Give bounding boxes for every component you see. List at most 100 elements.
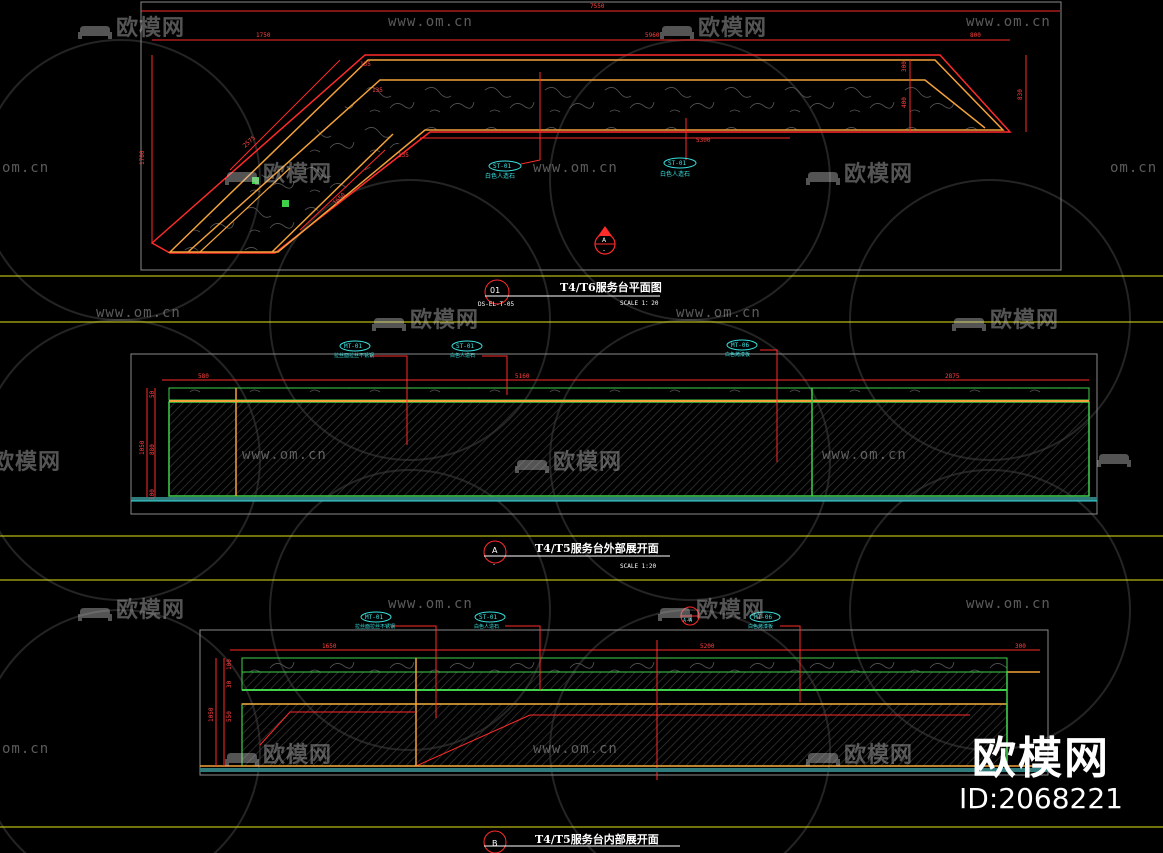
watermark-logo: 欧模网: [225, 737, 332, 769]
watermark-url: www.om.cn: [388, 596, 473, 612]
plan-ref: DS-EL-T-05: [478, 301, 515, 308]
dim-overall: 7550: [590, 3, 605, 10]
elev-a-dim-3: 2875: [945, 373, 960, 380]
sofa-icon: [806, 748, 840, 766]
sofa-icon: [515, 455, 549, 473]
plan-title: T4/T6服务台平面图: [560, 280, 662, 294]
elev-a-callout-1-code: MT-01: [344, 343, 362, 350]
sofa-icon: [225, 167, 259, 185]
dim-mid-top: 5960: [645, 32, 660, 39]
plan-split-line: [199, 167, 291, 253]
elev-b-callout-2-desc: 白色人造石: [474, 623, 499, 630]
sofa-icon: [660, 21, 694, 39]
elev-a-title: T4/T5服务台外部展开面: [535, 541, 659, 555]
watermark-url: www.om.cn: [533, 741, 618, 757]
watermark-url: om.cn: [2, 160, 50, 176]
elev-b-dim-1: 1650: [322, 643, 337, 650]
elev-b-dim-h: 1050: [208, 707, 215, 722]
watermark-url: www.om.cn: [822, 447, 907, 463]
watermark-logo: 欧模网: [78, 10, 185, 42]
plan-inner-edge: [168, 59, 1005, 253]
elev-b-dim-3: 300: [1015, 643, 1026, 650]
elevation-a: 580 5160 2875 1050 50 880 100 MT-01 拉丝面拉…: [130, 339, 1098, 515]
brand-stamp: 欧模网 ID:2068221: [959, 735, 1123, 815]
plan-counter-outline: [150, 54, 1012, 254]
watermark-logo: 欧模网: [225, 156, 332, 188]
brand-name: 欧模网: [972, 733, 1111, 784]
dim-right-a: 300: [901, 61, 908, 72]
plan-title-block: 01 DS-EL-T-05 T4/T6服务台平面图 SCALE 1：20: [0, 275, 1163, 323]
elev-b-frame: [199, 629, 1049, 776]
plan-callout-2-code: ST-01: [668, 160, 686, 167]
dim-right-top: 800: [970, 32, 981, 39]
elev-b-title: T4/T5服务台内部展开面: [535, 832, 659, 846]
elev-b-callout-2-code: ST-01: [479, 614, 497, 621]
elev-a-callout-1-desc: 拉丝面拉丝不锈钢: [334, 352, 374, 359]
watermark-logo: 欧模网: [660, 10, 767, 42]
watermark-url: www.om.cn: [388, 14, 473, 30]
elev-b-marker-letter: B: [492, 839, 498, 848]
elev-a-scale: SCALE 1:20: [620, 563, 657, 570]
elev-b-dim-ha: 100: [226, 659, 233, 670]
plan-view: 7550 1750 5960 800 1700 300 400 830 2575…: [139, 1, 1062, 271]
dim-left-top: 1750: [256, 32, 271, 39]
sofa-icon: [78, 603, 112, 621]
plan-callout-1-code: ST-01: [493, 163, 511, 170]
watermark-url: om.cn: [2, 741, 50, 757]
elev-b-top: [241, 657, 1008, 673]
elev-a-title-block: A - T4/T5服务台外部展开面 SCALE 1:20: [0, 535, 1163, 581]
plan-inner-edge-3: [271, 133, 394, 253]
elev-b-callout-3-code: MT-06: [754, 614, 772, 621]
elev-b-callout-3-desc: 白色烤漆板: [748, 623, 773, 630]
dim-angle-c: 135: [398, 152, 409, 159]
plan-number: 01: [490, 286, 500, 295]
watermark-logo: 欧模网: [78, 592, 185, 624]
elev-a-frame: [130, 353, 1098, 515]
elev-b-section-tag: A-A: [683, 618, 692, 624]
elev-b-callout-1-code: MT-01: [365, 614, 383, 621]
sofa-icon: [952, 313, 986, 331]
elev-a-top: [168, 387, 1090, 401]
elev-b-shelf: [241, 671, 1008, 691]
elev-a-callout-2-code: ST-01: [456, 343, 474, 350]
elev-a-dim-2: 5160: [515, 373, 530, 380]
elev-a-dim-ht: 50: [149, 390, 156, 398]
watermark-logo: 欧模网: [0, 450, 62, 475]
plan-section-letter: A: [602, 237, 607, 244]
dim-angle-a: 135: [360, 61, 371, 68]
elev-b-floor: [200, 768, 1048, 772]
sofa-icon: [78, 21, 112, 39]
elev-b-dim-2: 5200: [700, 643, 715, 650]
watermark-logo: 欧模网: [952, 302, 1059, 334]
watermark-url: www.om.cn: [966, 14, 1051, 30]
sofa-icon: [225, 748, 259, 766]
sofa-icon: [806, 167, 840, 185]
dim-bottom-inner: 5300: [696, 137, 711, 144]
sofa-icon: [658, 603, 692, 621]
watermark-logo: [1097, 444, 1135, 469]
plan-frame: [140, 1, 1062, 271]
elev-a-dim-1: 580: [198, 373, 209, 380]
elev-a-marker-letter: A: [492, 546, 498, 555]
plan-inner-edge-2: [187, 79, 986, 253]
elev-a-marker-sub: -: [493, 561, 495, 568]
elevation-b: 1650 5200 300 1050 100 550 30 MT-01 拉丝面拉…: [199, 606, 1049, 780]
brand-id: ID:2068221: [959, 782, 1123, 815]
watermark-logo: 欧模网: [372, 302, 479, 334]
watermark-url: www.om.cn: [676, 305, 761, 321]
elev-a-dim-hm: 880: [149, 444, 156, 455]
elev-b-body: [241, 703, 1008, 767]
dim-right-b: 400: [901, 97, 908, 108]
elev-b-dim-hc: 30: [226, 680, 233, 688]
watermark-url: www.om.cn: [966, 596, 1051, 612]
plan-counter-top: [168, 78, 985, 251]
elev-a-callout-2-desc: 白色人造石: [450, 352, 475, 359]
watermark-logo: 欧模网: [658, 592, 765, 624]
plan-callout-2-desc: 白色人造石: [660, 170, 690, 178]
elev-b-dim-hb: 550: [226, 711, 233, 722]
elev-a-dim-hb: 100: [149, 489, 156, 500]
elev-b-callout-1-desc: 拉丝面拉丝不锈钢: [355, 623, 395, 630]
watermark-url: www.om.cn: [533, 160, 618, 176]
plan-section-sub: -: [603, 247, 605, 254]
